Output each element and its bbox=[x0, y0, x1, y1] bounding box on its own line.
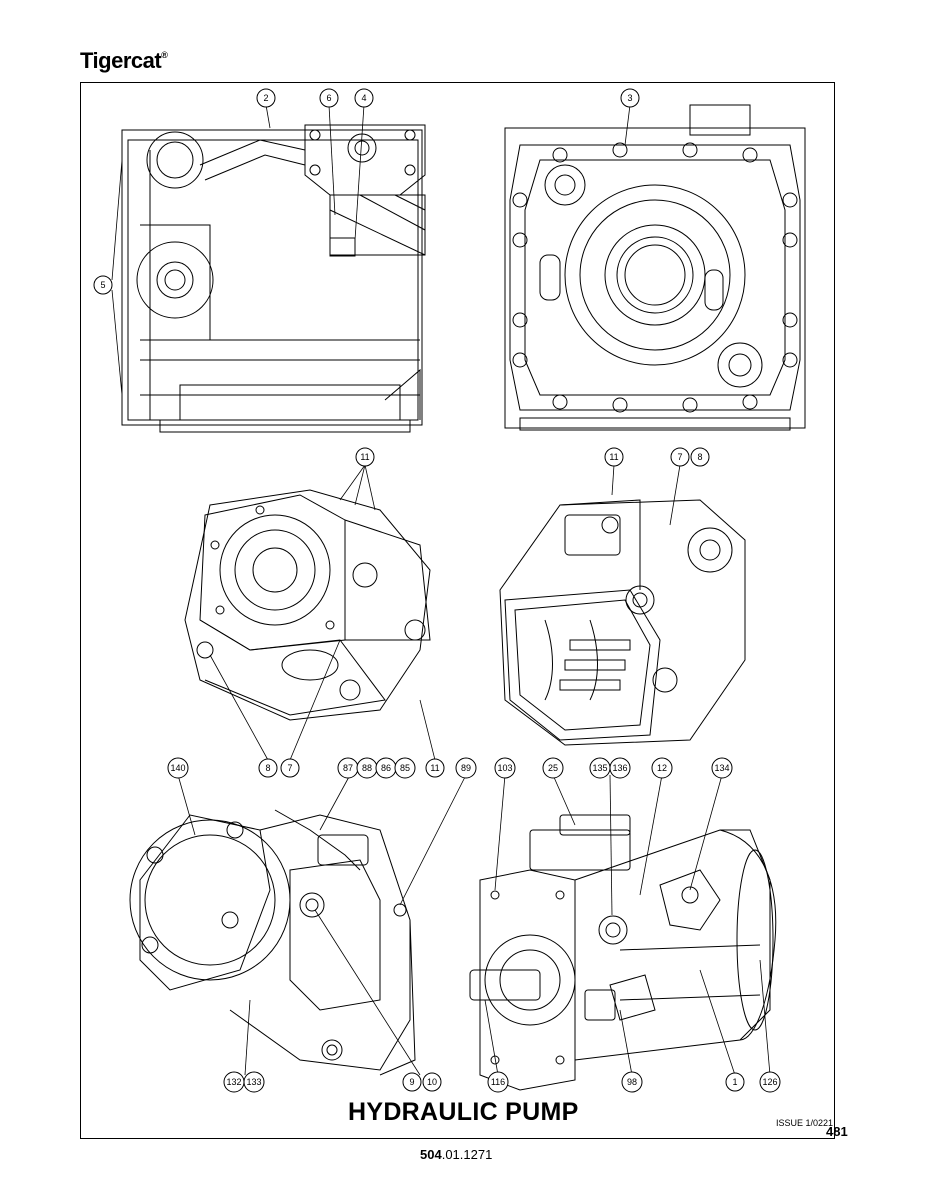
callout-25: 25 bbox=[542, 757, 564, 779]
brand-name: Tigercat bbox=[80, 48, 162, 73]
callout-87: 87 bbox=[337, 757, 359, 779]
page-title: HYDRAULIC PUMP bbox=[340, 1098, 587, 1127]
callout-89: 89 bbox=[455, 757, 477, 779]
callout-7: 7 bbox=[280, 758, 300, 778]
page-number: 481 bbox=[826, 1124, 848, 1139]
callout-4: 4 bbox=[354, 88, 374, 108]
svg-text:11: 11 bbox=[360, 452, 369, 462]
issue-label: ISSUE 1/0221 bbox=[776, 1118, 834, 1128]
callout-3: 3 bbox=[620, 88, 640, 108]
callout-88: 88 bbox=[356, 757, 378, 779]
svg-text:89: 89 bbox=[461, 763, 471, 773]
svg-text:7: 7 bbox=[677, 452, 682, 462]
view-iso-mid-left bbox=[184, 489, 431, 721]
callout-5: 5 bbox=[93, 275, 113, 295]
svg-text:25: 25 bbox=[548, 763, 558, 773]
callout-group-top-right: 3 bbox=[620, 88, 640, 108]
callout-group-mid-left: 11 8 7 11 bbox=[258, 447, 445, 778]
callout-group-mid-right: 11 7 8 bbox=[604, 447, 710, 467]
svg-text:10: 10 bbox=[427, 1077, 437, 1087]
svg-text:85: 85 bbox=[400, 763, 410, 773]
drawing-frame bbox=[80, 82, 835, 1139]
svg-text:140: 140 bbox=[170, 763, 185, 773]
svg-text:8: 8 bbox=[265, 763, 270, 773]
callout-11-c: 11 bbox=[604, 447, 624, 467]
callout-132: 132 bbox=[223, 1071, 245, 1093]
svg-text:12: 12 bbox=[657, 763, 667, 773]
svg-text:88: 88 bbox=[362, 763, 372, 773]
callout-136: 136 bbox=[609, 757, 631, 779]
svg-text:135: 135 bbox=[592, 763, 607, 773]
callout-85: 85 bbox=[394, 757, 416, 779]
leader-lines bbox=[111, 104, 771, 1076]
callout-2: 2 bbox=[256, 88, 276, 108]
callout-116: 116 bbox=[487, 1071, 509, 1093]
svg-text:98: 98 bbox=[627, 1077, 637, 1087]
callout-group-top-left: 2 6 4 5 bbox=[93, 88, 374, 295]
part-number-prefix: 504 bbox=[420, 1147, 442, 1162]
view-iso-bottom-left bbox=[129, 809, 416, 1076]
callout-1: 1 bbox=[725, 1072, 745, 1092]
callout-8-b: 8 bbox=[690, 447, 710, 467]
view-rear-top-right bbox=[504, 104, 806, 431]
callout-11-b: 11 bbox=[425, 758, 445, 778]
callout-group-bottom-right-top: 103 25 135 136 12 134 bbox=[494, 757, 733, 779]
callout-group-bottom-left-bottom: 132 133 9 10 bbox=[223, 1071, 442, 1093]
callout-7-b: 7 bbox=[670, 447, 690, 467]
part-number-suffix: .01.1271 bbox=[441, 1147, 493, 1162]
svg-text:133: 133 bbox=[246, 1077, 261, 1087]
callout-98: 98 bbox=[621, 1071, 643, 1093]
svg-text:87: 87 bbox=[343, 763, 353, 773]
view-side-top-left bbox=[121, 124, 426, 433]
svg-text:103: 103 bbox=[497, 763, 512, 773]
svg-text:7: 7 bbox=[287, 763, 292, 773]
callout-86: 86 bbox=[375, 757, 397, 779]
callout-10: 10 bbox=[422, 1072, 442, 1092]
callout-140: 140 bbox=[167, 757, 189, 779]
callout-6: 6 bbox=[319, 88, 339, 108]
callout-103: 103 bbox=[494, 757, 516, 779]
svg-text:6: 6 bbox=[326, 93, 331, 103]
callout-126: 126 bbox=[759, 1071, 781, 1093]
view-iso-bottom-right bbox=[469, 814, 777, 1091]
svg-text:8: 8 bbox=[697, 452, 702, 462]
svg-text:11: 11 bbox=[609, 452, 618, 462]
svg-text:3: 3 bbox=[627, 93, 632, 103]
svg-text:126: 126 bbox=[762, 1077, 777, 1087]
part-number: 504.01.1271 bbox=[420, 1147, 492, 1162]
callout-135: 135 bbox=[589, 757, 611, 779]
svg-text:132: 132 bbox=[226, 1077, 241, 1087]
callout-12: 12 bbox=[651, 757, 673, 779]
svg-text:134: 134 bbox=[714, 763, 729, 773]
callout-8: 8 bbox=[258, 758, 278, 778]
svg-text:9: 9 bbox=[409, 1077, 414, 1087]
callout-11-a: 11 bbox=[355, 447, 375, 467]
tigercat-logo: Tigercat® bbox=[80, 48, 168, 74]
view-iso-mid-right bbox=[499, 499, 746, 746]
svg-text:116: 116 bbox=[491, 1077, 505, 1087]
svg-text:2: 2 bbox=[263, 93, 268, 103]
callout-133: 133 bbox=[243, 1071, 265, 1093]
svg-text:5: 5 bbox=[100, 280, 105, 290]
svg-text:136: 136 bbox=[612, 763, 627, 773]
svg-text:11: 11 bbox=[430, 763, 439, 773]
callout-9: 9 bbox=[402, 1072, 422, 1092]
svg-text:86: 86 bbox=[381, 763, 391, 773]
svg-text:1: 1 bbox=[732, 1077, 737, 1087]
callout-group-bottom-left-top: 140 87 88 86 85 89 bbox=[167, 757, 477, 779]
svg-text:4: 4 bbox=[361, 93, 366, 103]
registered-mark: ® bbox=[161, 50, 168, 60]
callout-group-bottom-right-bottom: 116 98 1 126 bbox=[487, 1071, 781, 1093]
callout-134: 134 bbox=[711, 757, 733, 779]
